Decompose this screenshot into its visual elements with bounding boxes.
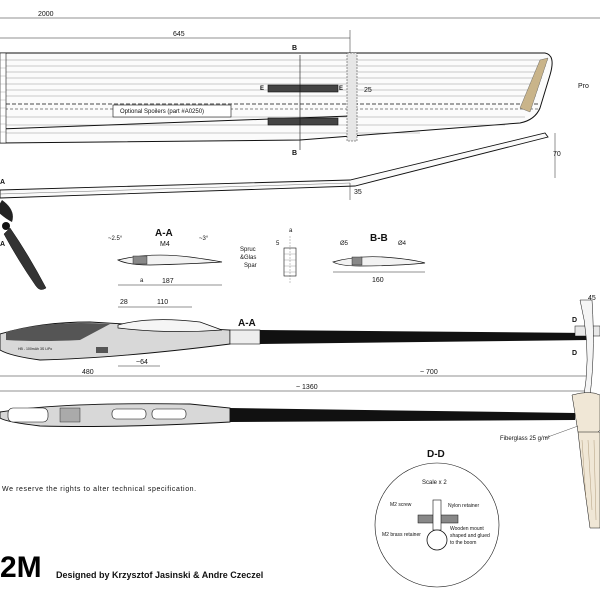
fuselage-top-view: Fiberglass 25 g/m² xyxy=(0,392,600,529)
dim-645: 645 xyxy=(173,31,185,38)
wooden-mount-label-1: Wooden mount xyxy=(450,526,484,532)
section-aa-boom-label: A-A xyxy=(238,318,256,329)
e-right-label: E xyxy=(339,86,343,92)
brass-retainer-label: M2 brass retainer xyxy=(382,532,421,538)
wooden-mount-label-3: to the boom xyxy=(450,540,476,546)
angle-right-label: ~3° xyxy=(199,236,209,242)
wing-front-view: 70 35 A A xyxy=(0,132,561,248)
fiberglass-label: Fiberglass 25 g/m² xyxy=(500,436,550,442)
dim-64: ~64 xyxy=(136,359,148,366)
dim-160: 160 xyxy=(372,277,384,284)
dia5-label: Ø5 xyxy=(340,241,349,247)
dim-28: 28 xyxy=(120,299,128,306)
dim-1360: ~ 1360 xyxy=(296,384,318,391)
section-aa: A-A ~2.5° ~3° M4 a 187 xyxy=(108,228,223,286)
spruc-label-2: &Glas xyxy=(240,255,256,261)
dim-35: 35 xyxy=(354,189,362,196)
a-small-label: a xyxy=(140,278,144,284)
dim-25: 25 xyxy=(364,87,372,94)
section-b-bottom: B xyxy=(292,150,297,157)
a-top-label: A xyxy=(0,179,5,186)
profile-label: Pro xyxy=(578,83,589,90)
spar-detail: Spruc &Glas Spar a 5 xyxy=(240,228,297,284)
designer-credit: Designed by Krzysztof Jasinski & Andre C… xyxy=(56,570,264,580)
spruc-label-3: Spar xyxy=(244,263,257,269)
dim-700: ~ 700 xyxy=(420,369,438,376)
dim-2000: 2000 xyxy=(38,11,54,18)
d-bottom-label: D xyxy=(572,350,577,357)
dim-110: 110 xyxy=(157,299,168,306)
section-bb-title: B-B xyxy=(370,233,388,244)
a-bottom-label: A xyxy=(0,241,5,248)
wooden-mount-label-2: shaped and glued xyxy=(450,533,490,539)
scale-label: Scale x 2 xyxy=(422,480,447,486)
wing-plan-view: 2000 645 xyxy=(0,11,600,157)
section-dd: D-D Scale x 2 M2 screw Nylon retainer M2… xyxy=(374,449,500,588)
dim-480: 480 xyxy=(82,369,94,376)
m2-screw-label: M2 screw xyxy=(390,502,412,508)
section-bb: B-B Ø5 Ø4 160 xyxy=(332,233,426,284)
propeller xyxy=(0,200,47,290)
rights-notice: We reserve the rights to alter technical… xyxy=(2,486,197,493)
fuselage-side-view: 28 110 HB - 100mAh 3S LiPo A-A D D 45 ~6… xyxy=(0,295,600,411)
dia4-label: Ø4 xyxy=(398,241,407,247)
spoilers-label: Optional Spoilers (part #A0250) xyxy=(120,109,204,115)
brand-logo: 2M xyxy=(0,551,42,584)
dim-70: 70 xyxy=(553,151,561,158)
section-dd-title: D-D xyxy=(427,449,445,460)
dim-45: 45 xyxy=(588,295,596,302)
d-top-label: D xyxy=(572,317,577,324)
spruc-label-1: Spruc xyxy=(240,247,256,253)
fuselage-battery-label: HB - 100mAh 3S LiPo xyxy=(18,347,52,351)
dim-187: 187 xyxy=(162,278,174,285)
a-small-label-2: a xyxy=(289,228,293,234)
e-left-label: E xyxy=(260,86,264,92)
m4-label: M4 xyxy=(160,241,170,248)
section-b-top: B xyxy=(292,45,297,52)
nylon-retainer-label: Nylon retainer xyxy=(448,503,479,509)
section-aa-title: A-A xyxy=(155,228,173,239)
dim-5: 5 xyxy=(276,241,280,247)
angle-left-label: ~2.5° xyxy=(108,236,123,242)
